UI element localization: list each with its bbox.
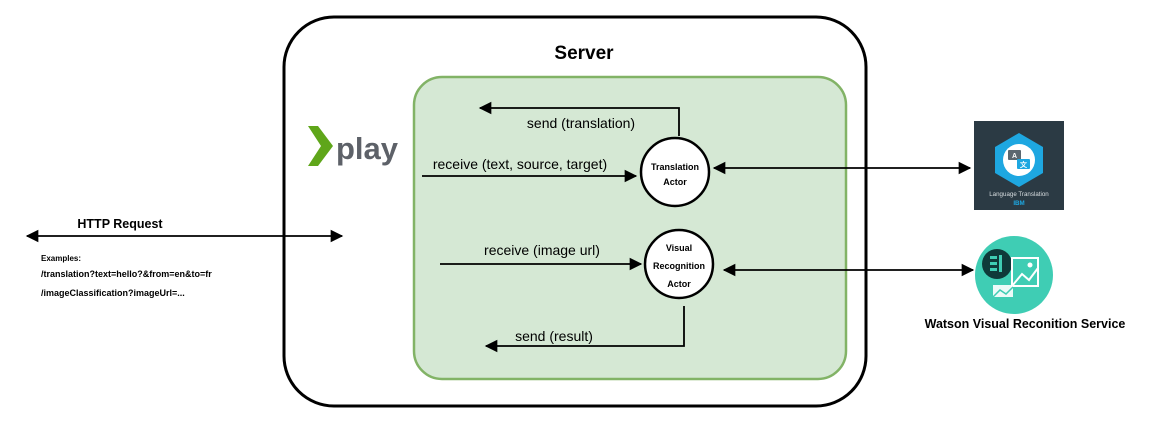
svg-text:A: A — [1012, 153, 1017, 160]
visual-recognition-actor — [643, 228, 715, 300]
example-image-classification: /imageClassification?imageUrl=... — [41, 288, 185, 298]
language-translation-service: A 文 Language Translation IBM — [974, 121, 1064, 210]
language-translation-vendor: IBM — [1013, 200, 1024, 207]
svg-text:文: 文 — [1020, 160, 1028, 169]
send-translation-label: send (translation) — [527, 115, 635, 131]
http-request-title: HTTP Request — [77, 217, 163, 231]
visual-actor-line2: Recognition — [653, 261, 705, 271]
translation-actor — [639, 136, 711, 208]
language-translation-label: Language Translation — [989, 191, 1049, 198]
translation-actor-line2: Actor — [663, 177, 687, 187]
translation-actor-line1: Translation — [651, 162, 699, 172]
examples-label: Examples: — [41, 254, 81, 263]
play-logo-text: play — [336, 131, 399, 166]
watson-visual-recognition-icon — [975, 236, 1053, 314]
example-translation: /translation?text=hello?&from=en&to=fr — [41, 269, 212, 279]
send-translation-arrow — [478, 101, 680, 136]
receive-translation-label: receive (text, source, target) — [433, 156, 607, 172]
play-logo-icon — [308, 126, 333, 166]
visual-actor-line1: Visual — [666, 243, 692, 253]
send-result-arrow — [484, 306, 685, 353]
server-title: Server — [554, 43, 614, 64]
play-logo: play — [308, 126, 399, 166]
send-result-label: send (result) — [515, 328, 593, 344]
watson-visual-recognition-service — [975, 236, 1053, 314]
actor-system-box — [412, 75, 848, 381]
receive-image-url-label: receive (image url) — [484, 242, 600, 258]
visual-actor-line3: Actor — [667, 279, 691, 289]
watson-service-label: Watson Visual Reconition Service — [925, 317, 1126, 331]
